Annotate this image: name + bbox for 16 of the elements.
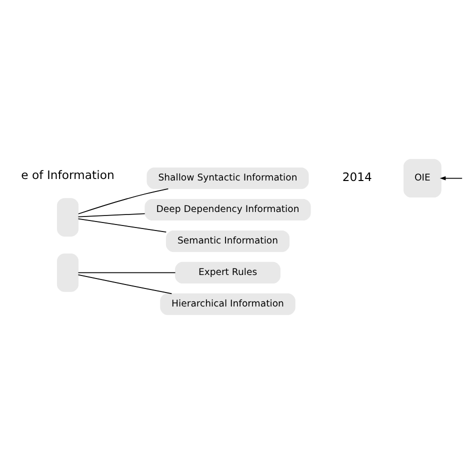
connector — [78, 272, 176, 274]
label: e of Information — [21, 168, 114, 182]
arrow — [440, 176, 462, 180]
node-box — [56, 253, 79, 292]
node-box: Shallow Syntactic Information — [146, 168, 309, 190]
connector — [78, 188, 169, 214]
connector — [78, 274, 172, 294]
node-box: Hierarchical Information — [160, 293, 296, 315]
node-box: Deep Dependency Information — [144, 198, 311, 221]
label: 2014 — [342, 170, 372, 184]
node-box: Expert Rules — [175, 262, 280, 284]
connector — [78, 213, 146, 218]
node-box — [56, 198, 79, 237]
node-box: Semantic Information — [166, 230, 290, 252]
node-box: OIE — [404, 159, 442, 198]
connector — [78, 218, 167, 232]
